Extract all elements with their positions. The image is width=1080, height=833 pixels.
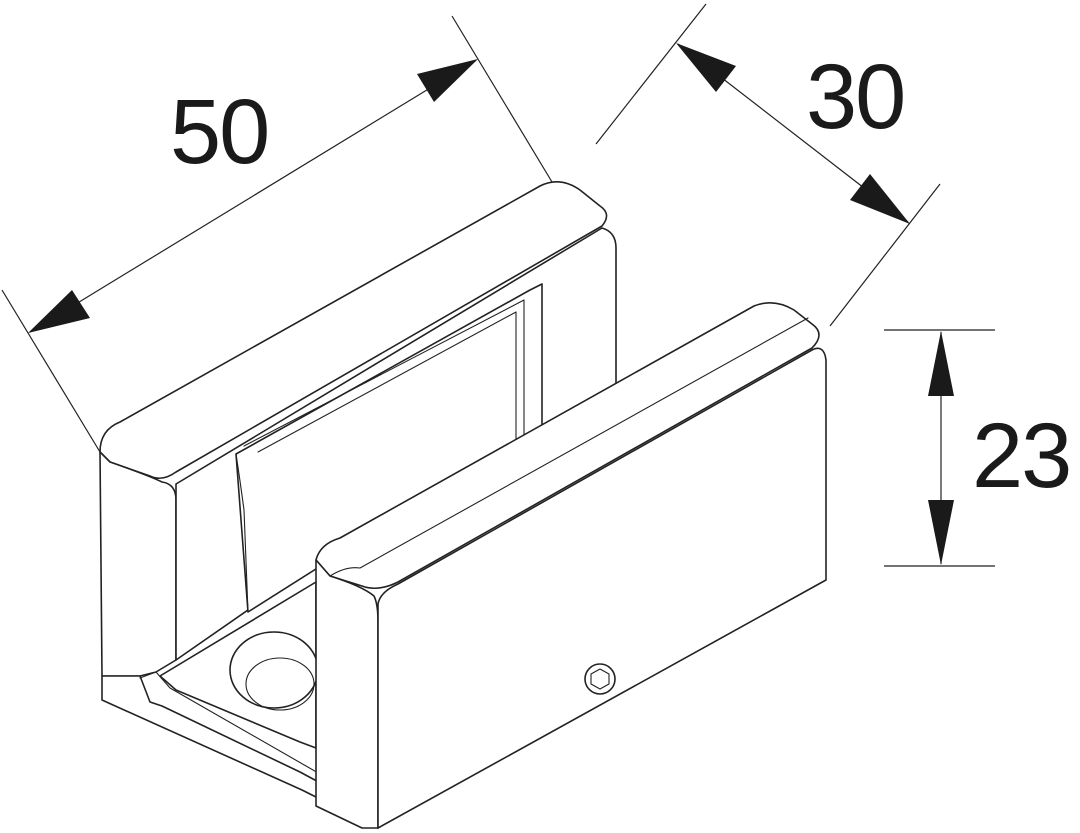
front-wall-top-face bbox=[315, 302, 820, 590]
bore-hole-inner bbox=[245, 657, 315, 711]
dimension-depth: 30 bbox=[595, 3, 941, 327]
extension-line-bottom bbox=[829, 183, 941, 327]
arrowhead-top bbox=[676, 43, 736, 92]
dimension-label-length: 50 bbox=[170, 81, 268, 183]
dimension-line-length bbox=[29, 59, 477, 333]
dimension-label-height: 23 bbox=[972, 405, 1070, 507]
bore-hole bbox=[229, 631, 319, 709]
extension-line-right bbox=[451, 15, 553, 183]
dimension-length: 50 bbox=[1, 15, 553, 453]
arrowhead-down bbox=[928, 500, 954, 565]
dimension-height: 23 bbox=[884, 329, 1072, 567]
extension-line-top bbox=[595, 3, 707, 145]
arrowhead-left bbox=[28, 290, 90, 333]
front-wall-chamfer bbox=[329, 317, 809, 577]
back-wall-end-face bbox=[99, 451, 177, 677]
arrowhead-right bbox=[417, 59, 478, 102]
front-wall-side-face bbox=[377, 347, 827, 829]
back-wall-top-face bbox=[99, 181, 608, 480]
arrowhead-up bbox=[928, 331, 954, 396]
extension-line-left bbox=[1, 289, 101, 453]
front-wall-end-face bbox=[315, 559, 379, 829]
hex-screw bbox=[584, 663, 616, 695]
u-holder-part bbox=[99, 181, 827, 829]
glass-slot-edge bbox=[235, 299, 525, 613]
hex-socket bbox=[590, 668, 610, 690]
dimension-label-depth: 30 bbox=[806, 46, 904, 148]
glass-slot-recess bbox=[235, 283, 543, 613]
glass-slot-inner-edge bbox=[257, 311, 517, 453]
arrowhead-bottom bbox=[850, 174, 910, 224]
